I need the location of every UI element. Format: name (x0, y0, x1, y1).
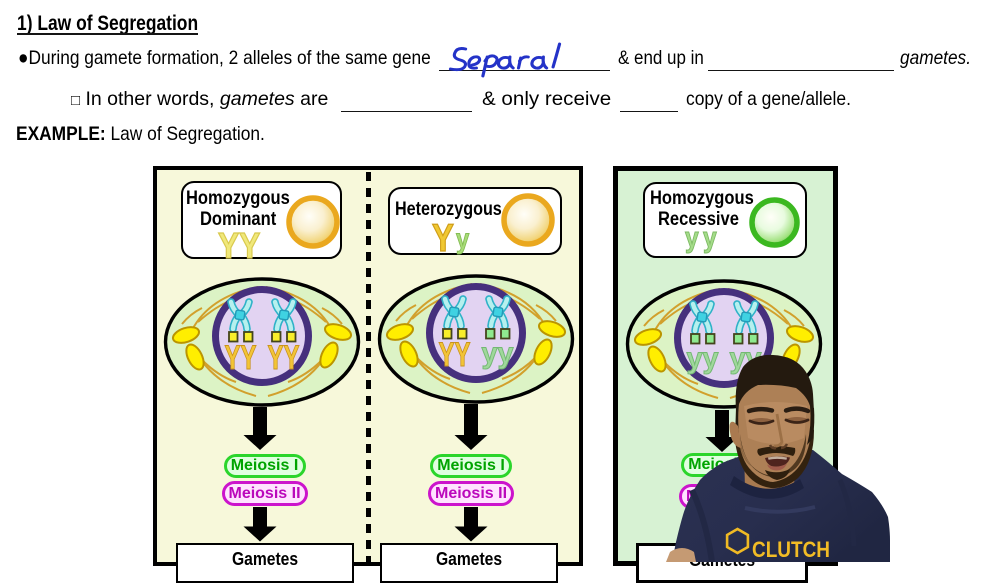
svg-text:CLUTCH: CLUTCH (752, 537, 830, 562)
svg-text:yy: yy (687, 342, 719, 375)
svg-text:yy: yy (482, 337, 514, 370)
svg-text:YY: YY (268, 339, 300, 377)
svg-text:YY: YY (439, 336, 471, 374)
svg-text:YY: YY (225, 339, 257, 377)
